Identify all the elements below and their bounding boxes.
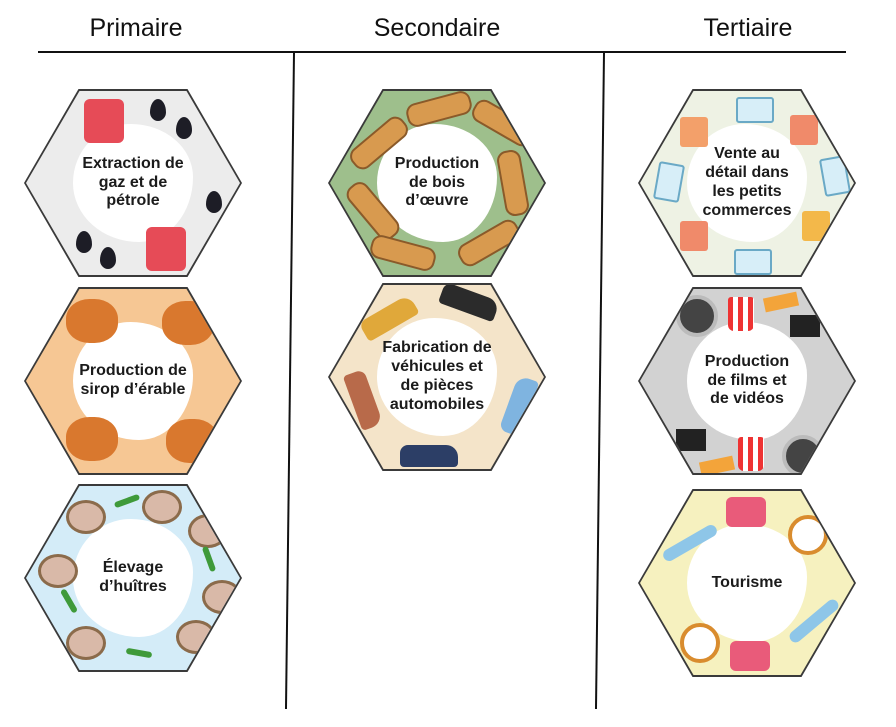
oil-drop-icon xyxy=(176,117,192,139)
credit-card-icon xyxy=(734,249,772,275)
clapperboard-icon xyxy=(790,315,820,337)
column-title-primaire: Primaire xyxy=(89,14,183,42)
column-divider-left xyxy=(284,53,295,709)
hexagon-label: Extraction de gaz et de pétrole xyxy=(82,154,184,210)
hexagon-vente-detail: Vente au détail dans les petits commerce… xyxy=(638,89,856,277)
hexagon-vehicules-pieces: Fabrication de véhicules et de pièces au… xyxy=(328,283,546,471)
maple-syrup-jug-icon xyxy=(66,417,118,461)
hexagon-label: Élevage d’huîtres xyxy=(99,559,167,595)
oil-drop-icon xyxy=(76,231,92,253)
clapperboard-icon xyxy=(676,429,706,451)
jerrycan-icon xyxy=(146,227,186,271)
seaweed-icon xyxy=(201,545,217,573)
oil-drop-icon xyxy=(150,99,166,121)
header-divider xyxy=(38,51,846,53)
popcorn-icon xyxy=(728,297,754,331)
hexagon-label: Tourisme xyxy=(711,573,783,591)
hexagon-films-videos: Production de films et de vidéos xyxy=(638,287,856,475)
camera-icon xyxy=(730,641,770,671)
credit-card-icon xyxy=(818,155,852,197)
hexagon-label: Vente au détail dans les petits commerce… xyxy=(702,145,792,219)
popcorn-icon xyxy=(738,437,764,471)
shopping-bag-icon xyxy=(790,115,818,145)
hexagon-sirop-erable: Production de sirop d’érable xyxy=(24,287,242,475)
hexagon-label: Production de sirop d’érable xyxy=(79,362,187,398)
column-title-tertiaire: Tertiaire xyxy=(703,14,793,42)
shopping-bag-icon xyxy=(680,221,708,251)
credit-card-icon xyxy=(736,97,774,123)
maple-syrup-jug-icon xyxy=(66,299,118,343)
hexagon-label: Production de bois d’œuvre xyxy=(394,154,480,210)
column-divider-right xyxy=(594,53,605,709)
oil-drop-icon xyxy=(206,191,222,213)
oyster-icon xyxy=(202,580,240,614)
column-title-secondaire: Secondaire xyxy=(373,14,501,42)
hexagon-bois-oeuvre: Production de bois d’œuvre xyxy=(328,89,546,277)
oyster-icon xyxy=(66,626,106,660)
hexagon-label: Production de films et de vidéos xyxy=(704,352,790,408)
oyster-icon xyxy=(142,490,182,524)
oyster-icon xyxy=(38,554,78,588)
hexagon-label: Fabrication de véhicules et de pièces au… xyxy=(382,339,492,413)
hexagon-elevage-huitres: Élevage d’huîtres xyxy=(24,484,242,672)
shopping-bag-icon xyxy=(680,117,708,147)
hexagon-tourisme: Tourisme xyxy=(638,489,856,677)
oyster-icon xyxy=(66,500,106,534)
compass-icon xyxy=(680,623,720,663)
car-icon xyxy=(400,445,458,467)
camera-icon xyxy=(726,497,766,527)
oil-drop-icon xyxy=(100,247,116,269)
jerrycan-icon xyxy=(84,99,124,143)
hexagon-extraction-gaz-petrole: Extraction de gaz et de pétrole xyxy=(24,89,242,277)
